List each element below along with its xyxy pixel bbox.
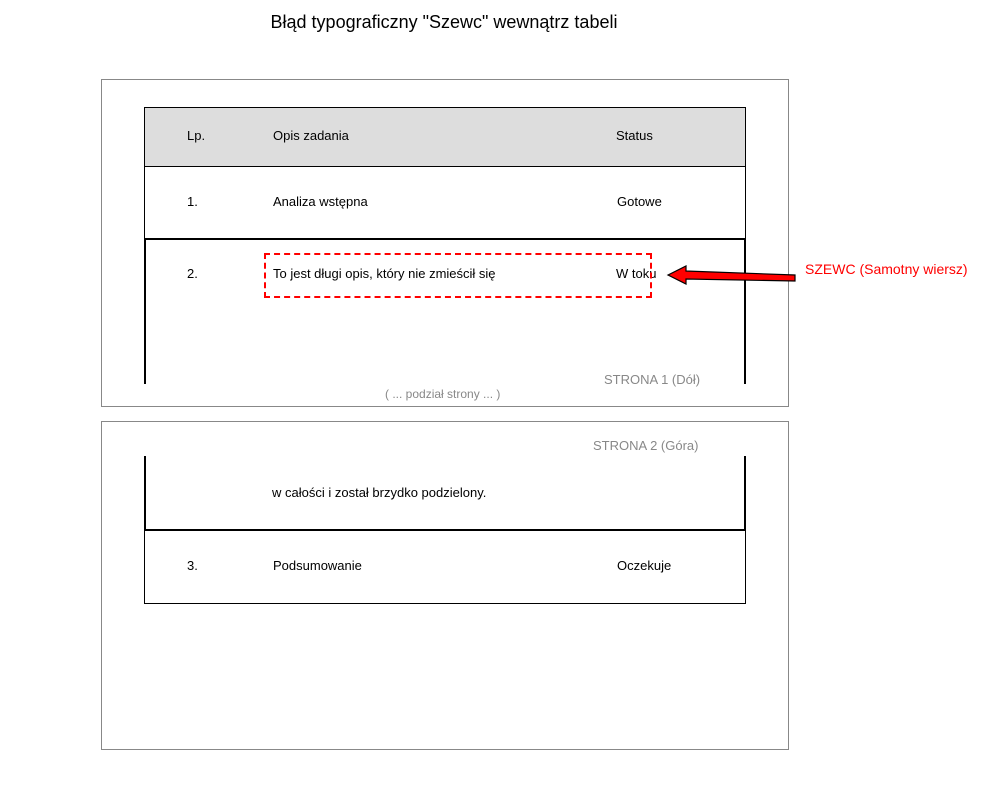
page-break-label: ( ... podział strony ... ) xyxy=(385,387,501,401)
row-1-opis: Analiza wstępna xyxy=(273,194,368,209)
page-1-label: STRONA 1 (Dół) xyxy=(604,372,701,387)
header-lp: Lp. xyxy=(187,128,206,143)
header-opis: Opis zadania xyxy=(273,128,349,143)
row-3-status: Oczekuje xyxy=(617,558,672,573)
diagram-title: Błąd typograficzny "Szewc" wewnątrz tabe… xyxy=(270,12,618,32)
page-2-label: STRONA 2 (Góra) xyxy=(593,438,699,453)
row-1-lp: 1. xyxy=(187,194,198,209)
row-3-opis: Podsumowanie xyxy=(273,558,362,573)
row-3-lp: 3. xyxy=(187,558,198,573)
row-divider xyxy=(144,238,746,240)
table-row xyxy=(144,531,746,604)
row-2-lp: 2. xyxy=(187,266,198,281)
row-2-opis: To jest długi opis, który nie zmieścił s… xyxy=(273,266,496,281)
table-row xyxy=(144,166,746,239)
table-left-border xyxy=(144,239,146,384)
row-2-status: W toku xyxy=(616,266,657,281)
table-header xyxy=(144,107,746,167)
table-left-border xyxy=(144,456,146,531)
row-2-opis-continued: w całości i został brzydko podzielony. xyxy=(272,485,487,500)
row-1-status: Gotowe xyxy=(617,194,662,209)
table-right-border xyxy=(744,456,746,531)
page-2 xyxy=(101,421,789,750)
highlight-box xyxy=(264,253,652,298)
arrow-icon xyxy=(666,265,796,285)
row-divider xyxy=(144,529,746,531)
header-status: Status xyxy=(616,128,653,143)
annotation-label: SZEWC (Samotny wiersz) xyxy=(805,261,968,277)
table-right-border xyxy=(744,239,746,384)
